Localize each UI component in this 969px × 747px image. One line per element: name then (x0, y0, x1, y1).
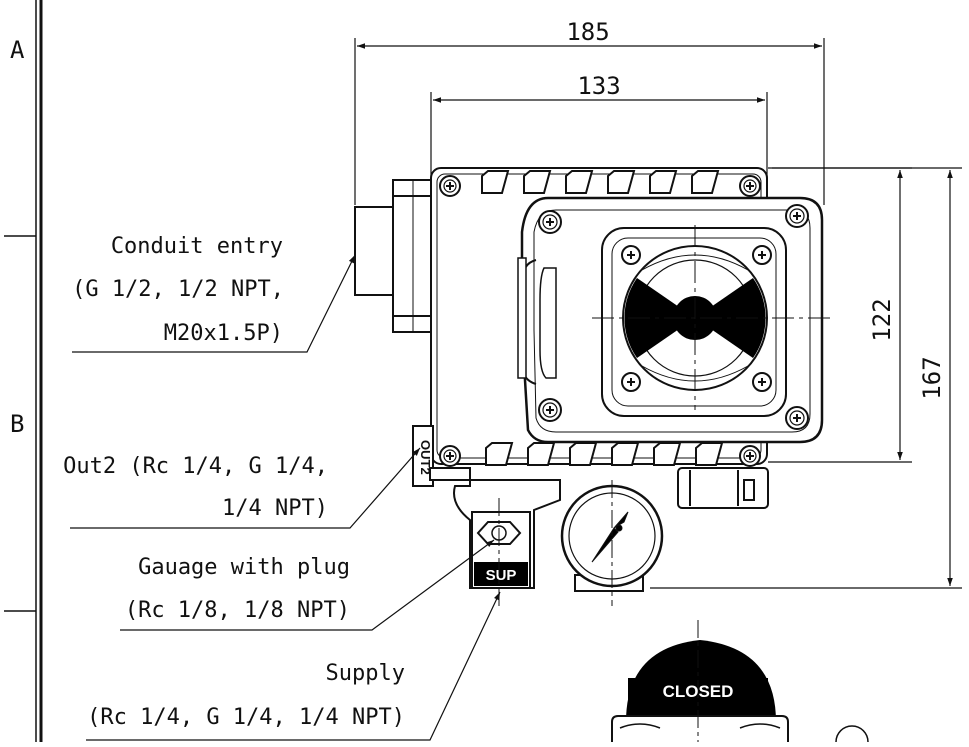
dimension-167 (650, 167, 962, 589)
callout-conduit: Conduit entry (G 1/2, 1/2 NPT, M20x1.5P) (72, 234, 284, 346)
conduit-entry (354, 179, 432, 333)
callout-supply: Supply (Rc 1/4, G 1/4, 1/4 NPT) (87, 661, 405, 730)
dimension-122-label: 122 (868, 298, 896, 341)
callout-out2-line2: 1/4 NPT) (222, 496, 328, 521)
callout-gauge: Gauage with plug (Rc 1/8, 1/8 NPT) (125, 555, 350, 623)
zone-label-a: A (10, 36, 25, 64)
callout-conduit-line1: Conduit entry (111, 234, 283, 259)
gauge-plug (476, 498, 522, 606)
out2-port-label: OUT2 (418, 440, 433, 475)
callout-supply-line2: (Rc 1/4, G 1/4, 1/4 NPT) (87, 705, 405, 730)
callout-out2: Out2 (Rc 1/4, G 1/4, 1/4 NPT) (63, 454, 328, 521)
indicator-side-view (611, 620, 869, 747)
dimension-185 (354, 38, 825, 205)
callout-conduit-line2: (G 1/2, 1/2 NPT, (72, 277, 284, 302)
indicator-closed-label: CLOSED (663, 682, 734, 701)
drawing-frame (4, 0, 43, 742)
callout-out2-line1: Out2 (Rc 1/4, G 1/4, (63, 454, 328, 479)
dimension-167-label: 167 (918, 356, 946, 399)
pressure-gauge (560, 480, 664, 606)
position-indicator-dome (592, 225, 830, 410)
dimension-133-label: 133 (577, 72, 620, 100)
sup-port-label: SUP (486, 567, 517, 584)
leader-lines (70, 254, 501, 741)
body-screws (439, 175, 761, 467)
dimension-133 (430, 92, 768, 178)
zone-label-b: B (10, 410, 24, 438)
sup-label-plate (474, 562, 528, 586)
callout-gauge-line2: (Rc 1/8, 1/8 NPT) (125, 598, 350, 623)
cover-screws (538, 204, 809, 430)
dimension-185-label: 185 (566, 18, 609, 46)
callout-gauge-line1: Gauage with plug (138, 555, 350, 580)
callout-conduit-line3: M20x1.5P) (164, 321, 283, 346)
callout-supply-line1: Supply (326, 661, 405, 686)
